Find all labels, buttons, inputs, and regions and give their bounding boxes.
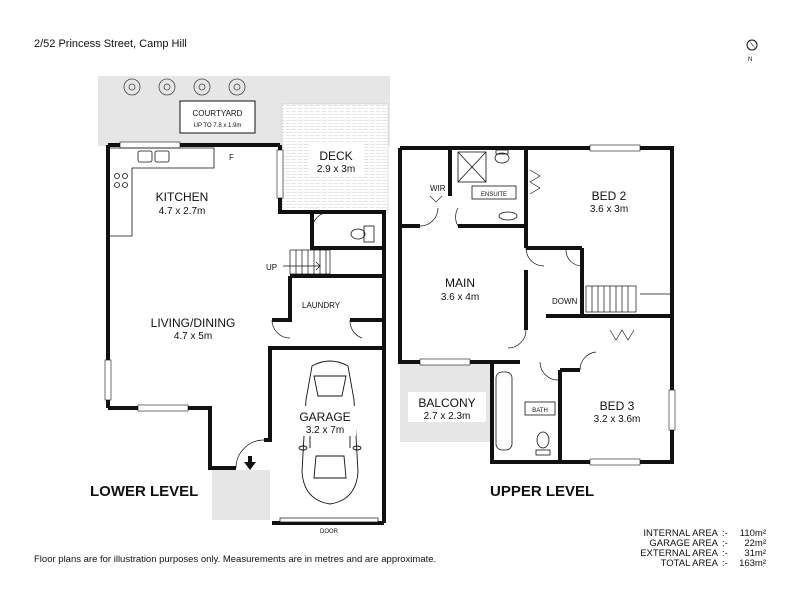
entry-arrow-icon bbox=[244, 456, 256, 470]
courtyard-label-box bbox=[179, 100, 256, 134]
upper-level-plan: DOWN ENSUITE WIR BATH bbox=[398, 144, 676, 500]
living-dims: 4.7 x 5m bbox=[174, 331, 212, 342]
area-sep: :- bbox=[722, 538, 728, 549]
bath-label: BATH bbox=[532, 408, 548, 414]
ensuite-label-box bbox=[471, 185, 517, 200]
garage-name: GARAGE bbox=[299, 410, 350, 424]
lower-walls bbox=[106, 143, 386, 525]
area-label: INTERNAL AREA bbox=[643, 528, 718, 539]
down-label: DOWN bbox=[552, 297, 578, 306]
balcony-dims: 2.7 x 2.3m bbox=[424, 411, 471, 422]
kitchen-name: KITCHEN bbox=[156, 190, 209, 204]
north-arrow-icon: N bbox=[746, 39, 758, 63]
lower-level-heading: LOWER LEVEL bbox=[90, 483, 198, 500]
entry-porch bbox=[212, 470, 270, 520]
garage-door-label: DOOR bbox=[320, 529, 339, 535]
wir-label: WIR bbox=[430, 184, 446, 193]
wardrobe bbox=[429, 169, 635, 341]
fridge-label: F bbox=[229, 153, 234, 162]
bed3-name: BED 3 bbox=[600, 399, 635, 413]
courtyard-dims: UP TO 7.8 x 1.9m bbox=[194, 123, 242, 129]
bath-fixtures bbox=[495, 371, 551, 456]
area-label: GARAGE AREA bbox=[649, 538, 718, 549]
door-swings bbox=[235, 211, 363, 469]
area-label: EXTERNAL AREA bbox=[640, 548, 718, 559]
garage-dims: 3.2 x 7m bbox=[306, 425, 344, 436]
north-label: N bbox=[748, 57, 752, 63]
disclaimer: Floor plans are for illustration purpose… bbox=[34, 554, 436, 565]
garage-door bbox=[279, 517, 379, 523]
courtyard-name: COURTYARD bbox=[193, 109, 243, 118]
plant-icon bbox=[123, 78, 246, 96]
laundry-label: LAUNDRY bbox=[302, 301, 341, 310]
bed3-dims: 3.2 x 3.6m bbox=[594, 414, 641, 425]
ensuite-label: ENSUITE bbox=[481, 192, 507, 198]
living-name: LIVING/DINING bbox=[151, 316, 236, 330]
balcony-name: BALCONY bbox=[418, 396, 475, 410]
toilet-icon bbox=[350, 225, 375, 243]
area-value: 31m² bbox=[744, 548, 766, 559]
main-name: MAIN bbox=[445, 276, 475, 290]
lower-stairs bbox=[283, 249, 331, 275]
address-title: 2/52 Princess Street, Camp Hill bbox=[34, 38, 187, 50]
windows bbox=[104, 141, 284, 412]
kitchen-dims: 4.7 x 2.7m bbox=[159, 206, 206, 217]
garage-label-box bbox=[294, 406, 356, 436]
upper-level-heading: UPPER LEVEL bbox=[490, 483, 594, 500]
area-schedule: INTERNAL AREA :- 110m² GARAGE AREA :- 22… bbox=[640, 528, 766, 569]
upper-door-swings bbox=[419, 207, 597, 381]
area-sep: :- bbox=[722, 528, 728, 539]
balcony-label-box bbox=[408, 392, 486, 422]
area-value: 22m² bbox=[744, 538, 766, 549]
upper-stairs bbox=[585, 285, 670, 313]
bed2-dims: 3.6 x 3m bbox=[590, 204, 628, 215]
deck-label-box bbox=[309, 143, 364, 176]
area-sep: :- bbox=[722, 548, 728, 559]
up-label: UP bbox=[266, 263, 277, 272]
kitchen-bench bbox=[110, 147, 215, 237]
area-sep: :- bbox=[722, 558, 728, 569]
main-dims: 3.6 x 4m bbox=[441, 292, 479, 303]
area-value: 110m² bbox=[740, 528, 766, 539]
bath-label-box bbox=[524, 401, 556, 416]
deck-dims: 2.9 x 3m bbox=[317, 164, 355, 175]
lower-level-plan: COURTYARD UP TO 7.8 x 1.9m bbox=[90, 76, 390, 535]
deck-name: DECK bbox=[319, 149, 352, 163]
area-value: 163m² bbox=[739, 558, 766, 569]
ensuite-fixtures bbox=[457, 149, 518, 221]
area-label: TOTAL AREA bbox=[661, 558, 719, 569]
bed2-name: BED 2 bbox=[592, 189, 627, 203]
upper-windows bbox=[419, 144, 676, 466]
